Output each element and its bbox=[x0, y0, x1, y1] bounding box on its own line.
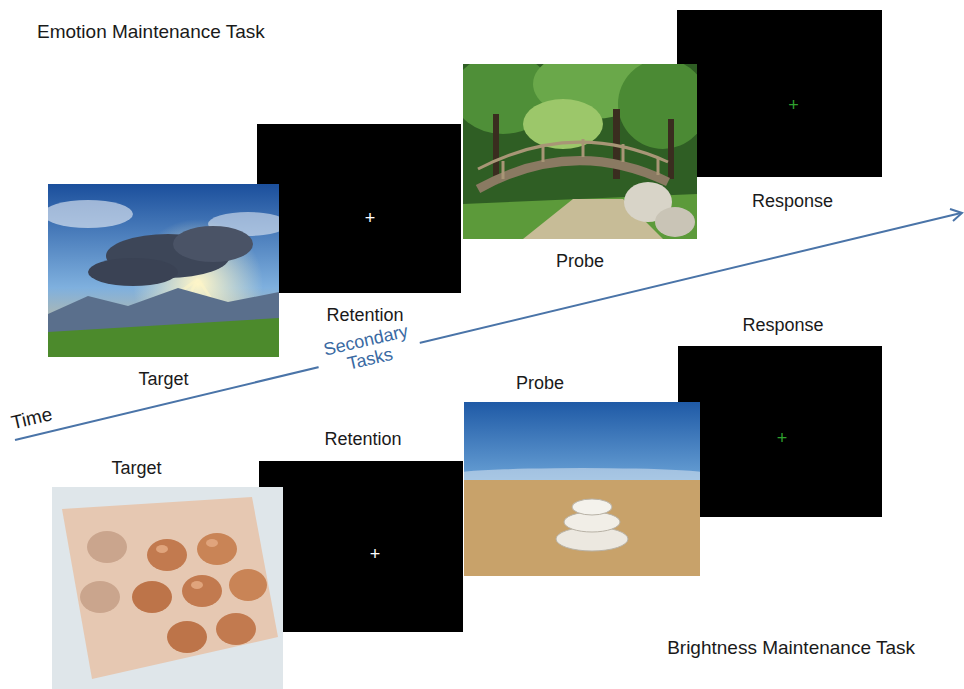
fixation-cross: + bbox=[788, 94, 799, 115]
blank-screen: Response+ bbox=[678, 346, 882, 517]
blank-screen: +Response bbox=[677, 10, 882, 177]
stimulus-picture: Probe bbox=[463, 64, 697, 239]
stage-label: Probe bbox=[516, 373, 564, 394]
black-image bbox=[259, 461, 463, 632]
black-image bbox=[677, 10, 882, 177]
task-title: Brightness Maintenance Task bbox=[667, 637, 915, 659]
beach-image bbox=[464, 402, 700, 576]
stimulus-picture: Target bbox=[52, 487, 283, 689]
stage-label: Response bbox=[742, 315, 823, 336]
stage-label: Target bbox=[138, 369, 188, 390]
fixation-cross: + bbox=[370, 543, 381, 564]
stage-label: Retention bbox=[326, 305, 403, 326]
fixation-cross: + bbox=[365, 207, 376, 228]
sky-image bbox=[48, 184, 279, 357]
eggs-image bbox=[52, 487, 283, 689]
blank-screen: Retention+ bbox=[259, 461, 463, 632]
fixation-cross: + bbox=[777, 427, 788, 448]
task-title: Emotion Maintenance Task bbox=[37, 21, 265, 43]
stage-label: Target bbox=[111, 458, 161, 479]
black-image bbox=[257, 124, 461, 293]
bridge-image bbox=[463, 64, 697, 239]
axis-annotation: Secondary Tasks bbox=[313, 319, 423, 381]
stage-label: Probe bbox=[556, 251, 604, 272]
stage-label: Retention bbox=[324, 429, 401, 450]
axis-label: Time bbox=[9, 403, 54, 434]
blank-screen: +Retention bbox=[257, 124, 461, 293]
time-arrow-head bbox=[950, 209, 962, 221]
stage-label: Response bbox=[752, 191, 833, 212]
stimulus-picture: Probe bbox=[464, 402, 700, 576]
stimulus-picture: Target bbox=[48, 184, 279, 357]
